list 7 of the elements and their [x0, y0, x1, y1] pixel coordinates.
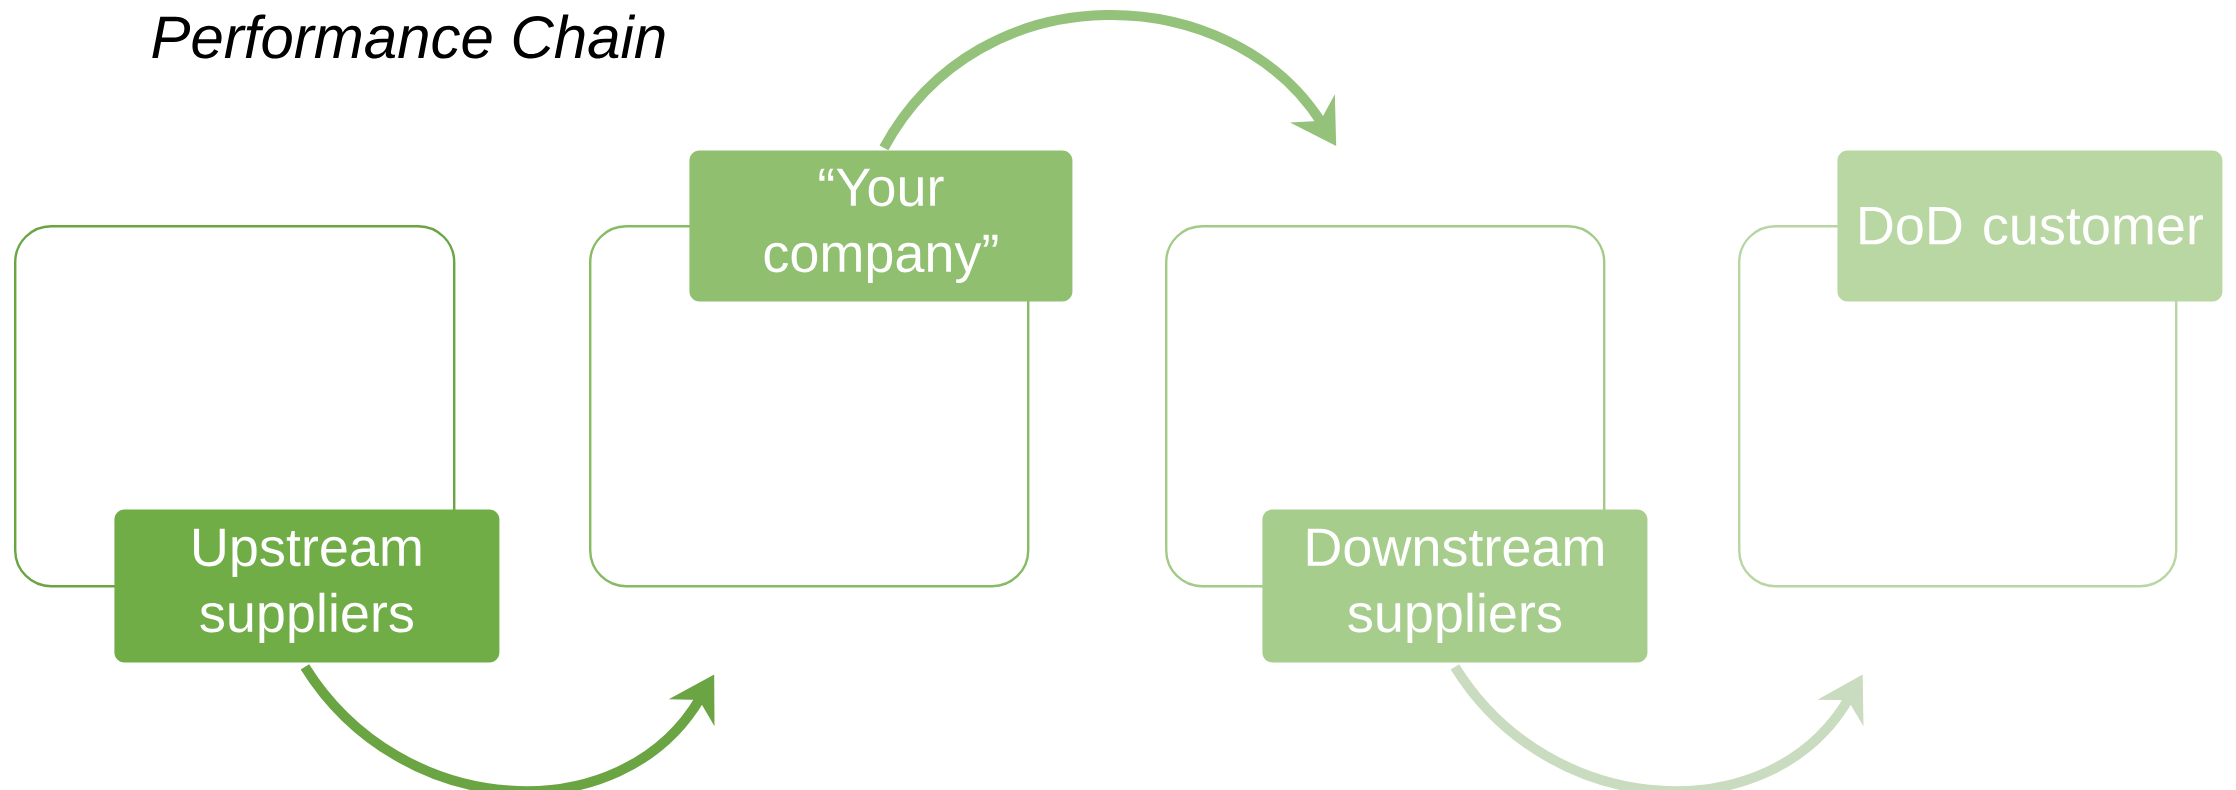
label-box: DoD customer [1837, 150, 2223, 302]
title: Performance Chain [152, 14, 665, 59]
label-box: Upstream suppliers [114, 509, 500, 663]
curved-arrow [300, 663, 715, 790]
curved-arrow [1450, 663, 1864, 790]
label-box: “Your company” [689, 150, 1073, 302]
label-box: Downstream suppliers [1262, 509, 1648, 663]
